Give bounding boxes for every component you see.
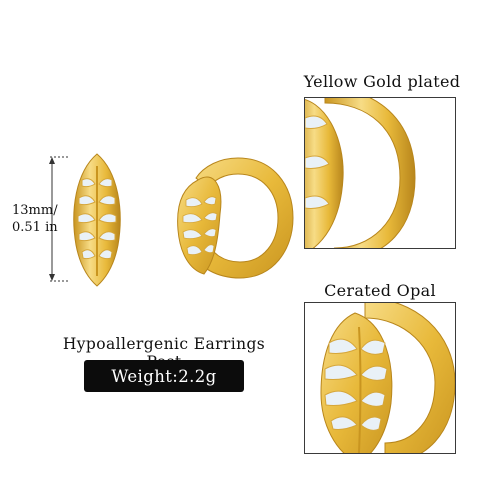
dimension-mm: 13mm/ bbox=[12, 203, 58, 218]
weight-badge: Weight:2.2g bbox=[84, 360, 244, 392]
earring-hoop-image bbox=[177, 157, 294, 279]
dimension-in: 0.51 in bbox=[12, 220, 58, 235]
gold-plated-zoom-art bbox=[305, 98, 416, 248]
earring-side-view-image bbox=[73, 153, 121, 287]
dimension-label: 13mm/ 0.51 in bbox=[12, 202, 58, 236]
opal-zoom-art bbox=[320, 303, 455, 453]
dimension-marker bbox=[49, 156, 68, 282]
weight-label: Weight:2.2g bbox=[111, 366, 217, 386]
cerated-opal-label: Cerated Opal bbox=[324, 281, 436, 300]
gold-plated-label: Yellow Gold plated bbox=[303, 72, 461, 91]
gold-plated-zoom-image bbox=[304, 97, 456, 249]
opal-zoom-image bbox=[304, 302, 456, 454]
